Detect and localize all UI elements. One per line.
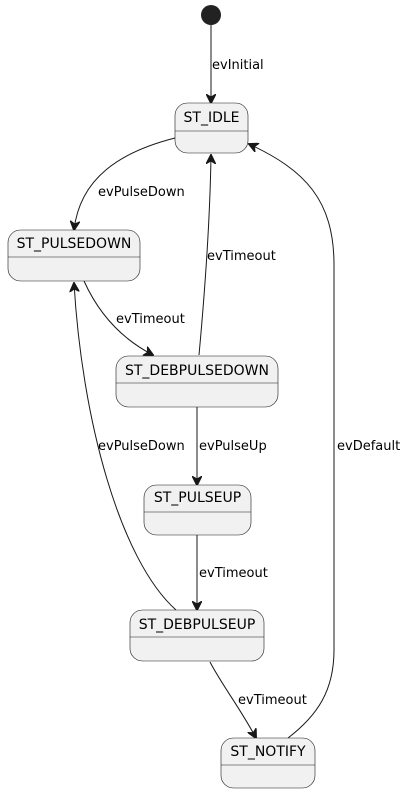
state-st-notify-name: ST_NOTIFY	[230, 744, 306, 760]
edge-idle-to-pulsedown	[74, 137, 176, 230]
state-st-notify: ST_NOTIFY	[220, 737, 316, 789]
label-idle-to-pulsedown: evPulseDown	[98, 185, 185, 200]
state-st-debpulsedown-name: ST_DEBPULSEDOWN	[125, 363, 269, 379]
state-st-pulsedown: ST_PULSEDOWN	[7, 229, 141, 282]
state-st-idle: ST_IDLE	[174, 102, 249, 154]
label-debpulsedown-to-pulseup: evPulseUp	[199, 439, 267, 454]
label-pulseup-to-debpulseup: evTimeout	[199, 566, 268, 581]
edge-notify-to-idle	[249, 144, 335, 739]
state-st-pulseup: ST_PULSEUP	[143, 484, 252, 536]
label-notify-to-idle: evDefault	[337, 439, 400, 454]
state-st-debpulsedown: ST_DEBPULSEDOWN	[115, 355, 279, 408]
state-st-idle-name: ST_IDLE	[184, 110, 240, 126]
edge-debpulseup-to-pulsedown	[74, 283, 177, 611]
state-st-pulseup-name: ST_PULSEUP	[154, 490, 241, 506]
label-debpulsedown-to-idle: evTimeout	[207, 249, 276, 264]
label-debpulseup-to-notify: evTimeout	[238, 693, 307, 708]
edge-debpulsedown-to-idle	[198, 155, 211, 356]
initial-state-dot	[201, 5, 221, 25]
edge-debpulseup-to-notify	[209, 661, 256, 738]
state-st-debpulseup: ST_DEBPULSEUP	[129, 609, 265, 662]
label-debpulseup-to-pulsedown: evPulseDown	[98, 439, 185, 454]
state-st-debpulseup-name: ST_DEBPULSEUP	[139, 617, 256, 633]
label-pulsedown-to-debpulsedown: evTimeout	[116, 312, 185, 327]
label-initial-to-idle: evInitial	[212, 58, 264, 73]
edge-pulsedown-to-debpulsedown	[83, 280, 153, 355]
state-st-pulsedown-name: ST_PULSEDOWN	[17, 236, 132, 252]
